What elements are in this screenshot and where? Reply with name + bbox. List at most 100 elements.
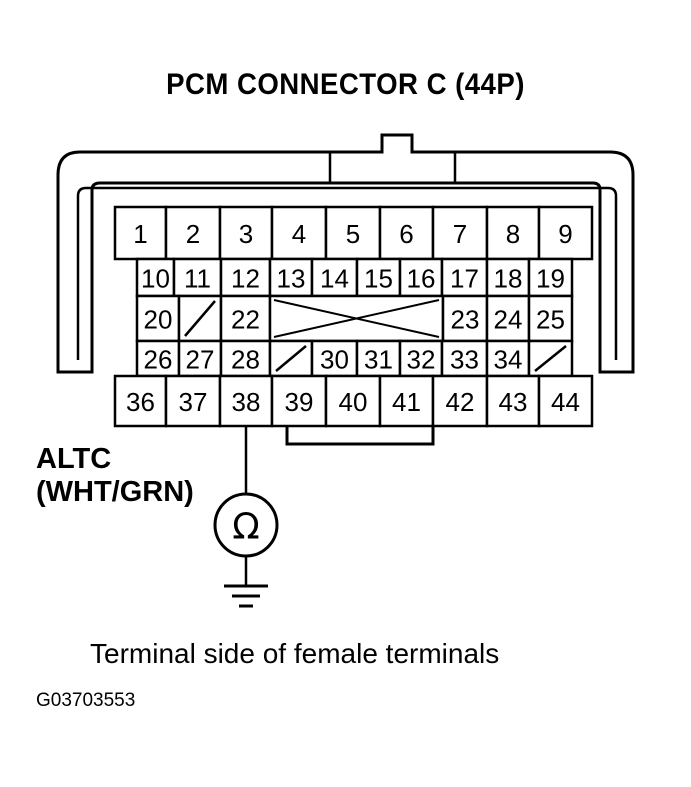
terminal-7: 7 bbox=[431, 205, 489, 261]
terminal-28: 28 bbox=[219, 339, 272, 378]
terminal-18: 18 bbox=[485, 257, 531, 298]
terminal-36: 36 bbox=[113, 374, 168, 428]
terminal-32: 32 bbox=[398, 339, 444, 378]
terminal-number: 2 bbox=[186, 219, 200, 249]
figure-code: G03703553 bbox=[36, 690, 136, 711]
terminal-number: 42 bbox=[446, 387, 475, 417]
terminal-number: 37 bbox=[179, 387, 208, 417]
terminal-number: 26 bbox=[144, 345, 173, 375]
terminal-number: 41 bbox=[392, 387, 421, 417]
connector-housing-inner bbox=[76, 186, 618, 360]
terminal-number: 39 bbox=[285, 387, 314, 417]
terminal-2: 2 bbox=[164, 205, 222, 261]
terminal-number: 5 bbox=[346, 219, 360, 249]
terminal-6: 6 bbox=[378, 205, 435, 261]
terminal-number: 1 bbox=[133, 219, 147, 249]
terminal-number: 27 bbox=[186, 345, 215, 375]
terminal-12: 12 bbox=[219, 257, 272, 298]
terminal-number: 38 bbox=[232, 387, 261, 417]
diagram-caption: Terminal side of female terminals bbox=[90, 638, 500, 669]
ohm-symbol: Ω bbox=[232, 507, 260, 548]
terminal-number: 36 bbox=[126, 387, 155, 417]
terminal-19: 19 bbox=[527, 257, 574, 298]
terminal-23: 23 bbox=[441, 294, 489, 343]
terminal-number: 16 bbox=[407, 264, 436, 294]
terminal-number: 14 bbox=[320, 264, 349, 294]
terminal-13: 13 bbox=[268, 257, 314, 298]
terminal-8: 8 bbox=[485, 205, 541, 261]
terminal-22: 22 bbox=[219, 294, 272, 343]
terminal-44: 44 bbox=[537, 374, 594, 428]
terminal-number: 13 bbox=[277, 264, 306, 294]
terminal-3: 3 bbox=[218, 205, 274, 261]
terminal-number: 7 bbox=[453, 219, 467, 249]
terminal-number: 15 bbox=[364, 264, 393, 294]
terminal-26: 26 bbox=[135, 339, 181, 378]
terminal-30: 30 bbox=[310, 339, 359, 378]
terminal-number: 6 bbox=[399, 219, 413, 249]
terminal-40: 40 bbox=[324, 374, 382, 428]
terminal-27: 27 bbox=[177, 339, 223, 378]
terminal-1: 1 bbox=[113, 205, 168, 261]
diagram-title: PCM CONNECTOR C (44P) bbox=[166, 68, 525, 101]
ground-icon bbox=[224, 584, 268, 608]
terminal-9: 9 bbox=[537, 205, 594, 261]
terminal-number: 24 bbox=[494, 305, 523, 335]
terminal-number: 10 bbox=[141, 264, 170, 294]
terminal-42: 42 bbox=[431, 374, 489, 428]
terminal-number: 34 bbox=[494, 345, 523, 375]
terminal-number: 32 bbox=[407, 345, 436, 375]
terminal-number: 17 bbox=[450, 264, 479, 294]
connector-housing-outer bbox=[56, 133, 635, 374]
terminal-34: 34 bbox=[485, 339, 531, 378]
terminal-10: 10 bbox=[135, 257, 176, 298]
terminal-number: 33 bbox=[450, 345, 479, 375]
terminal-17: 17 bbox=[440, 257, 489, 298]
terminal-number: 4 bbox=[292, 219, 306, 249]
terminal-39: 39 bbox=[270, 374, 328, 428]
terminal-number: 28 bbox=[231, 345, 260, 375]
terminal-number: 43 bbox=[499, 387, 528, 417]
connector-key-bottom bbox=[285, 425, 435, 446]
terminal-number: 31 bbox=[364, 345, 393, 375]
terminal-11: 11 bbox=[172, 257, 223, 298]
terminal-number: 11 bbox=[184, 264, 211, 294]
terminal-20: 20 bbox=[135, 294, 181, 343]
terminal-number: 20 bbox=[144, 305, 173, 335]
wire-color-label: (WHT/GRN) bbox=[36, 476, 194, 508]
terminal-number: 19 bbox=[536, 264, 565, 294]
terminal-24: 24 bbox=[485, 294, 531, 343]
terminal-number: 40 bbox=[339, 387, 368, 417]
terminal-41: 41 bbox=[378, 374, 435, 428]
unused-terminal bbox=[527, 339, 574, 378]
terminal-4: 4 bbox=[270, 205, 328, 261]
terminal-43: 43 bbox=[485, 374, 541, 428]
terminal-38: 38 bbox=[218, 374, 274, 428]
unused-terminal bbox=[177, 294, 223, 343]
terminal-16: 16 bbox=[398, 257, 444, 298]
unused-terminal bbox=[268, 339, 314, 378]
terminal-number: 25 bbox=[536, 305, 565, 335]
terminal-37: 37 bbox=[164, 374, 222, 428]
terminal-number: 23 bbox=[451, 305, 480, 335]
wire-name-label: ALTC bbox=[36, 443, 112, 475]
terminal-31: 31 bbox=[355, 339, 402, 378]
terminal-14: 14 bbox=[310, 257, 359, 298]
terminal-number: 30 bbox=[320, 345, 349, 375]
terminal-5: 5 bbox=[324, 205, 382, 261]
housing-latch bbox=[328, 152, 457, 183]
terminal-25: 25 bbox=[527, 294, 574, 343]
terminal-33: 33 bbox=[440, 339, 489, 378]
terminal-number: 44 bbox=[551, 387, 580, 417]
terminal-number: 8 bbox=[506, 219, 520, 249]
terminal-number: 22 bbox=[231, 305, 260, 335]
terminal-number: 18 bbox=[494, 264, 523, 294]
terminal-number: 3 bbox=[239, 219, 253, 249]
terminal-number: 12 bbox=[231, 264, 260, 294]
unused-terminal-block bbox=[268, 294, 445, 343]
terminal-15: 15 bbox=[355, 257, 402, 298]
terminal-number: 9 bbox=[558, 219, 572, 249]
